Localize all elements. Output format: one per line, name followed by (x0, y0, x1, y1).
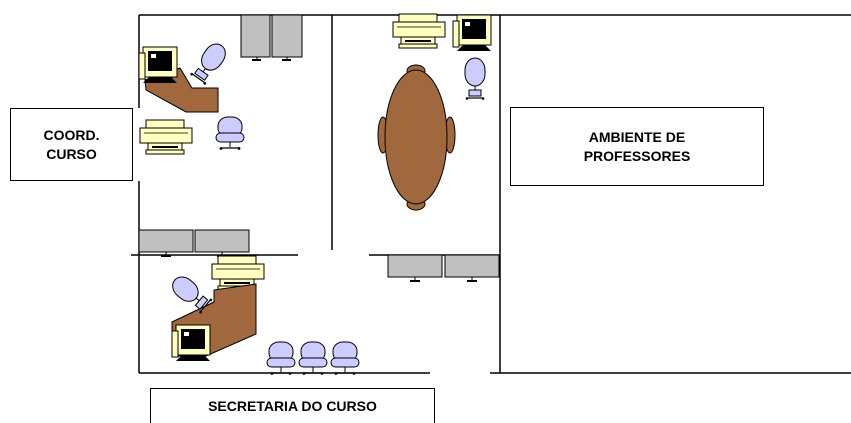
coord-room-furniture (138, 14, 303, 258)
office-chair-icon (215, 116, 245, 151)
printer-icon (392, 13, 446, 49)
computer-monitor-icon (452, 14, 492, 52)
office-chair-icon (266, 341, 296, 376)
computer-monitor-icon (171, 324, 211, 362)
office-chair-icon (330, 341, 360, 376)
file-cabinet-icon (271, 14, 303, 61)
printer-icon (139, 119, 193, 155)
meeting-table-icon (377, 64, 456, 211)
meeting-room-furniture (377, 13, 500, 283)
file-cabinet-icon (387, 254, 443, 283)
room-label-ambiente-professores: AMBIENTE DE PROFESSORES (510, 107, 764, 186)
office-chair-icon (298, 341, 328, 376)
file-cabinet-icon (444, 254, 500, 283)
computer-monitor-icon (138, 46, 178, 84)
room-label-coord-curso: COORD. CURSO (10, 108, 133, 181)
office-chair-icon (464, 57, 486, 101)
file-cabinet-icon (138, 229, 194, 258)
room-label-secretaria: SECRETARIA DO CURSO (150, 388, 435, 423)
secretaria-room-furniture (167, 255, 360, 376)
office-chair-icon (188, 39, 231, 87)
file-cabinet-icon (240, 14, 271, 61)
file-cabinet-icon (194, 229, 250, 258)
